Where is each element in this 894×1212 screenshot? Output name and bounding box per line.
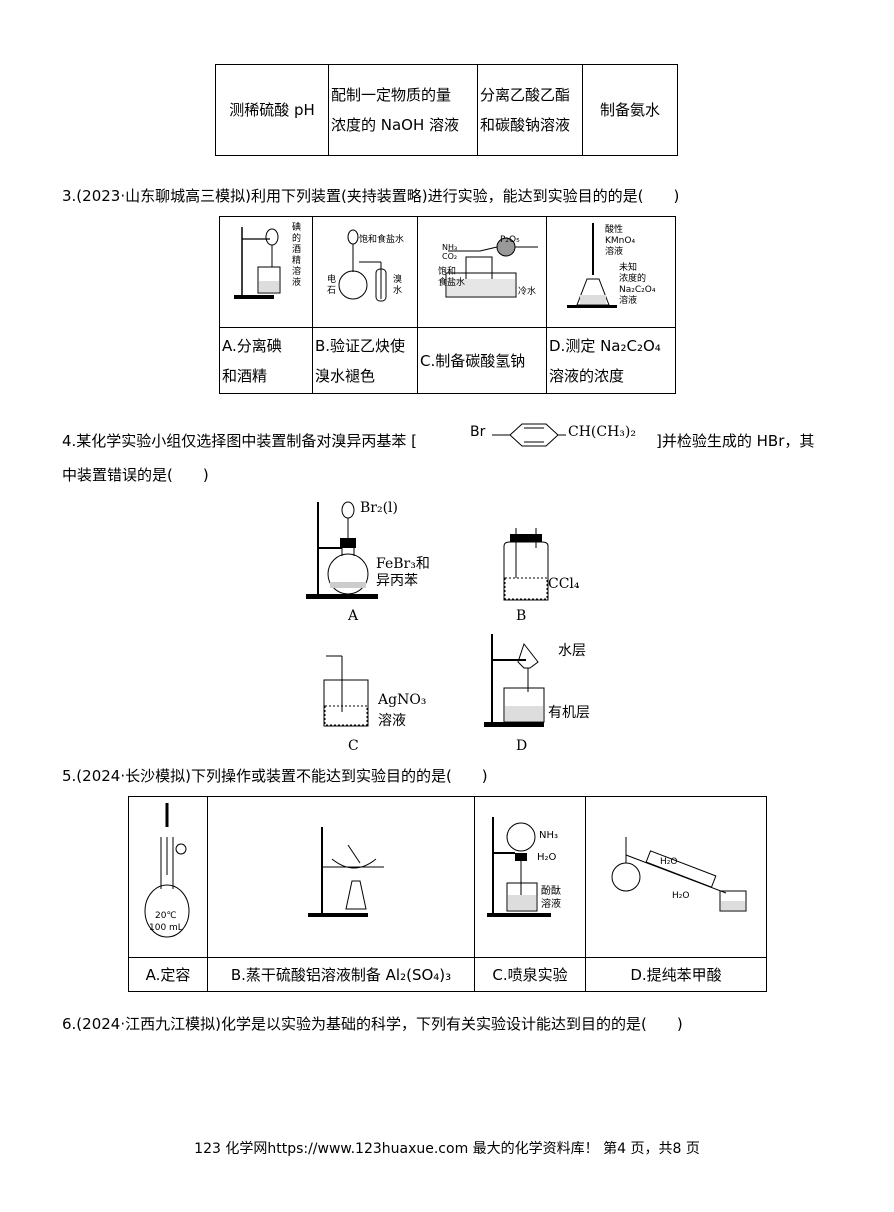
cell-ammonia: 制备氨水 <box>582 64 678 156</box>
label-water: 水层 <box>558 643 586 659</box>
q3-option-c: C.制备碳酸氢钠 <box>417 327 547 394</box>
q4-fig-b <box>503 528 549 601</box>
question-4-line2: 中装置错误的是( ) <box>62 466 209 484</box>
label-sol: 溶液 <box>378 713 406 729</box>
q5-fig-b <box>207 796 475 958</box>
q5-fig-d: H₂O H₂O <box>585 796 767 958</box>
q5-option-a: A.定容 <box>128 957 208 992</box>
question-4-line1: 4.某化学实验小组仅选择图中装置制备对溴异丙基苯 [ <box>62 432 417 450</box>
separating-funnel-figure <box>234 227 281 299</box>
q3-fig-a: 碘的酒精溶液 <box>219 216 313 328</box>
label-org: 有机层 <box>548 705 590 721</box>
acetylene-figure <box>338 229 387 302</box>
table-q3: 碘的酒精溶液 饱和食盐水 电石 溴水 <box>219 216 676 394</box>
question-6: 6.(2024·江西九江模拟)化学是以实验为基础的科学，下列有关实验设计能达到目… <box>62 1015 683 1033</box>
cell-naoh: 配制一定物质的量浓度的 NaOH 溶液 <box>328 64 478 156</box>
titration-figure <box>567 223 617 308</box>
q5-option-b: B.蒸干硫酸铝溶液制备 Al₂(SO₄)₃ <box>207 957 475 992</box>
label-ccl4: CCl₄ <box>548 576 580 592</box>
question-3: 3.(2023·山东聊城高三模拟)利用下列装置(夹持装置略)进行实验，能达到实验… <box>62 187 680 205</box>
volumetric-flask-figure <box>144 803 190 938</box>
q3-fig-b: 饱和食盐水 电石 溴水 <box>312 216 418 328</box>
q3-option-b: B.验证乙炔使溴水褪色 <box>312 327 418 394</box>
cell-ester: 分离乙酸乙酯和碳酸钠溶液 <box>477 64 583 156</box>
q3-option-a: A.分离碘和酒精 <box>219 327 313 394</box>
label-fig-c: C <box>348 738 359 754</box>
label-fig-d: D <box>516 738 528 754</box>
question-4-line1b: ]并检验生成的 HBr，其 <box>656 432 815 450</box>
cell-ph: 测稀硫酸 pH <box>215 64 329 156</box>
label-fig-b: B <box>516 608 527 624</box>
label-fig-a: A <box>348 608 359 624</box>
evaporation-figure <box>308 827 384 917</box>
q5-fig-c: NH₃ H₂O 酚酞溶液 <box>474 796 586 958</box>
distillation-figure <box>611 837 747 912</box>
label-ipb: 异丙苯 <box>376 573 418 589</box>
label-agno3: AgNO₃ <box>378 692 427 708</box>
label-br2: Br₂(l) <box>360 500 398 516</box>
q4-fig-c <box>323 655 369 727</box>
label-febr3: FeBr₃和 <box>376 556 430 572</box>
q5-option-c: C.喷泉实验 <box>474 957 586 992</box>
q5-option-d: D.提纯苯甲酸 <box>585 957 767 992</box>
table-top: 测稀硫酸 pH 配制一定物质的量浓度的 NaOH 溶液 分离乙酸乙酯和碳酸钠溶液… <box>215 64 678 156</box>
q4-fig-d <box>484 634 545 727</box>
page-footer: 123 化学网https://www.123huaxue.com 最大的化学资料… <box>194 1141 700 1157</box>
benzene-ring-icon <box>492 423 566 447</box>
question-5: 5.(2024·长沙模拟)下列操作或装置不能达到实验目的的是( ) <box>62 767 488 785</box>
fountain-figure <box>487 817 551 917</box>
q5-fig-a: 20℃ 100 mL <box>128 796 208 958</box>
q4-fig-a <box>306 501 378 599</box>
bicarbonate-figure <box>445 237 538 298</box>
formula-bromoisopropylbenzene: Br CH(CH₃)₂ <box>470 420 656 450</box>
table-q5: 20℃ 100 mL NH₃ <box>128 796 767 992</box>
